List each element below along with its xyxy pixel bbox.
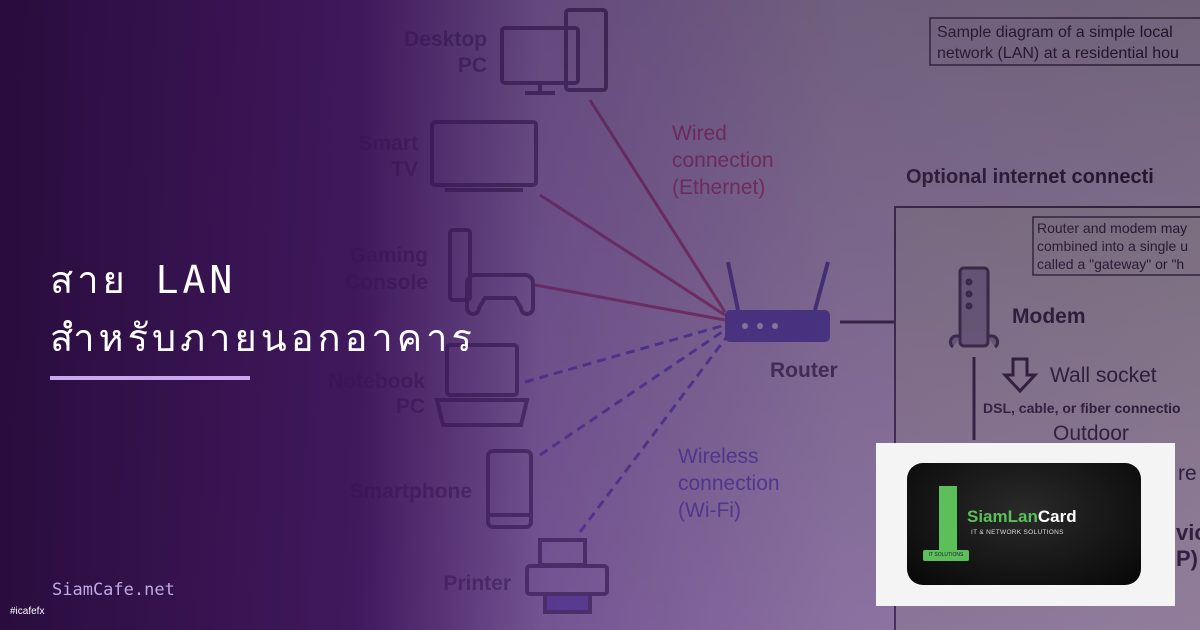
label-tv-2: TV [391, 158, 418, 181]
label-desktop: Desktop [404, 28, 487, 51]
note-2: combined into a single u [1037, 238, 1188, 254]
brand-white: Card [1037, 507, 1077, 526]
brand-green: SiamLan [967, 507, 1038, 526]
logo-badge: IT SOLUTIONS [923, 550, 969, 561]
hashtag: #icafefx [10, 606, 45, 617]
router-icon [725, 261, 830, 342]
note-3: called a "gateway" or "h [1037, 256, 1184, 272]
logo-brand: SiamLanCard [967, 507, 1077, 527]
smart-tv-icon [430, 120, 538, 192]
partial-text-3: P) [1176, 546, 1198, 571]
headline-line1: สาย LAN [50, 258, 237, 302]
headline-underline [50, 376, 250, 380]
wired-label: Wired [672, 122, 727, 145]
optional-heading: Optional internet connecti [906, 166, 1154, 188]
logo-bar [939, 486, 957, 552]
caption-2: network (LAN) at a residential hou [937, 45, 1179, 62]
wireless-label-2: connection [678, 472, 780, 495]
printer-icon [525, 538, 609, 614]
caption: Sample diagram of a simple local [937, 24, 1173, 41]
label-tv: Smart [358, 132, 418, 155]
partial-text-2: vic [1176, 520, 1200, 545]
smartphone-icon [486, 449, 533, 529]
siamlancard-logo: IT SOLUTIONS SiamLanCard IT & NETWORK SO… [876, 443, 1175, 606]
connection-types: DSL, cable, or fiber connectio [983, 400, 1181, 416]
desktop-pc-icon [500, 8, 608, 95]
label-notebook: Notebook [328, 370, 425, 393]
site-name: SiamCafe.net [52, 580, 175, 600]
outdoor-label: Outdoor [1053, 422, 1129, 445]
wired-label-2: connection [672, 149, 774, 172]
note: Router and modem may [1037, 220, 1187, 236]
headline-line2: สำหรับภายนอกอาคาร [50, 316, 476, 360]
wall-socket-label: Wall socket [1050, 364, 1157, 387]
label-notebook-2: PC [396, 395, 425, 418]
partial-text: re [1178, 462, 1197, 485]
label-smartphone: Smartphone [349, 480, 472, 503]
gaming-console-icon [448, 228, 535, 316]
label-printer: Printer [443, 572, 511, 595]
wireless-label-3: (Wi-Fi) [678, 499, 741, 522]
wired-label-3: (Ethernet) [672, 176, 765, 199]
label-console: Gaming [350, 244, 428, 267]
label-desktop-2: PC [458, 54, 487, 77]
logo-card: IT SOLUTIONS SiamLanCard IT & NETWORK SO… [907, 463, 1141, 585]
wireless-label: Wireless [678, 445, 759, 468]
label-console-2: Console [345, 271, 428, 294]
label-router: Router [770, 359, 838, 382]
modem-label: Modem [1012, 305, 1086, 328]
logo-tagline: IT & NETWORK SOLUTIONS [971, 529, 1064, 536]
